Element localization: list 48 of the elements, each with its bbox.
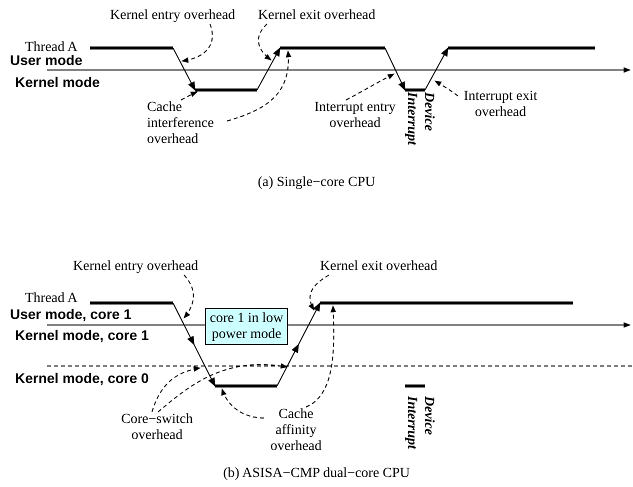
leader-line xyxy=(158,363,288,412)
mode-label: Kernel mode, core 0 xyxy=(15,370,149,386)
leader-line xyxy=(306,305,336,408)
caption: (a) Single−core CPU xyxy=(256,175,376,191)
leader-line xyxy=(346,74,395,100)
interrupt-label: Device Interrupt xyxy=(403,92,437,148)
leader-line xyxy=(180,92,198,100)
arrow xyxy=(172,302,216,386)
leader-line xyxy=(434,80,458,96)
arrow xyxy=(172,48,196,91)
leader-line xyxy=(258,24,272,60)
signal-level-line xyxy=(448,46,595,50)
mode-label: User mode xyxy=(10,52,82,68)
signal-level-line xyxy=(405,88,425,92)
mode-label: Kernel mode, core 1 xyxy=(15,327,149,343)
arrow xyxy=(384,48,406,91)
signal-level-line xyxy=(90,302,173,304)
annotation-text: Cache interference overhead xyxy=(147,100,227,148)
annotation-text: Cache affinity overhead xyxy=(264,407,328,455)
leader-line xyxy=(181,24,213,63)
annotation-text: Kernel exit overhead xyxy=(258,8,376,24)
thread-label: Thread A xyxy=(25,291,78,307)
leader-line xyxy=(226,50,292,122)
caption: (b) ASISA−CMP dual−core CPU xyxy=(222,466,411,482)
signal-level-line xyxy=(320,302,573,304)
interrupt-label: Device Interrupt xyxy=(403,396,437,452)
signal-level-line xyxy=(405,384,425,388)
signal-level-line xyxy=(195,88,257,92)
mode-label: User mode, core 1 xyxy=(10,306,132,322)
status-box: core 1 in low power mode xyxy=(205,308,288,345)
annotation-text: Core−switch overhead xyxy=(117,412,197,444)
annotation-text: Kernel entry overhead xyxy=(110,8,236,24)
mode-label: Kernel mode xyxy=(15,74,100,90)
leader-line xyxy=(222,388,264,418)
annotation-text: Interrupt entry overhead xyxy=(305,100,405,132)
leader-line xyxy=(308,274,330,311)
leader-line xyxy=(184,274,194,319)
arrow xyxy=(424,47,448,90)
signal-level-line xyxy=(215,384,277,388)
signal-level-line xyxy=(280,46,385,50)
arrow xyxy=(276,302,320,386)
leader-line xyxy=(152,366,201,412)
annotation-text: Interrupt exit overhead xyxy=(458,89,543,121)
annotation-text: Kernel entry overhead xyxy=(73,259,198,275)
signal-level-line xyxy=(90,46,173,50)
thread-label: Thread A xyxy=(25,40,78,55)
annotation-text: Kernel exit overhead xyxy=(320,259,438,275)
arrow xyxy=(256,47,280,90)
